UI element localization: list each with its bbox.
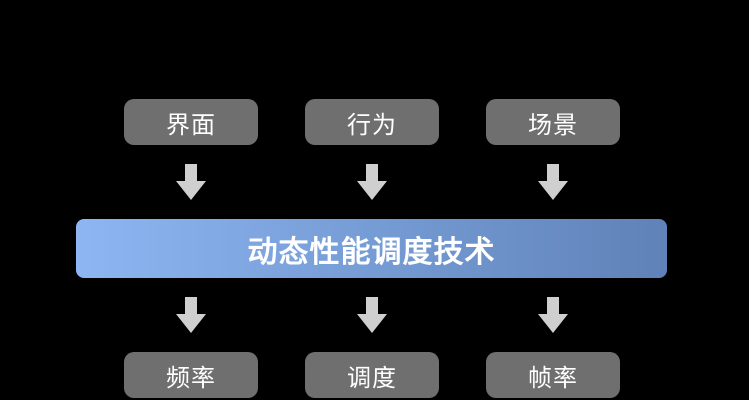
output-box-framerate: 帧率 bbox=[486, 352, 620, 398]
central-label: 动态性能调度技术 bbox=[247, 234, 496, 270]
output-box-frequency: 频率 bbox=[124, 352, 258, 398]
down-arrow-icon bbox=[176, 164, 206, 200]
output-box-label: 调度 bbox=[347, 363, 397, 392]
down-arrow-icon bbox=[357, 297, 387, 333]
central-technology-bar: 动态性能调度技术 bbox=[76, 219, 667, 278]
output-box-label: 频率 bbox=[166, 363, 216, 392]
down-arrow-icon bbox=[538, 297, 568, 333]
input-box-scenario: 场景 bbox=[486, 99, 620, 145]
input-box-label: 行为 bbox=[347, 110, 397, 139]
input-box-label: 界面 bbox=[166, 110, 216, 139]
down-arrow-icon bbox=[357, 164, 387, 200]
output-box-scheduling: 调度 bbox=[305, 352, 439, 398]
down-arrow-icon bbox=[538, 164, 568, 200]
input-box-label: 场景 bbox=[528, 110, 578, 139]
output-box-label: 帧率 bbox=[528, 363, 578, 392]
input-box-behavior: 行为 bbox=[305, 99, 439, 145]
down-arrow-icon bbox=[176, 297, 206, 333]
input-box-interface: 界面 bbox=[124, 99, 258, 145]
